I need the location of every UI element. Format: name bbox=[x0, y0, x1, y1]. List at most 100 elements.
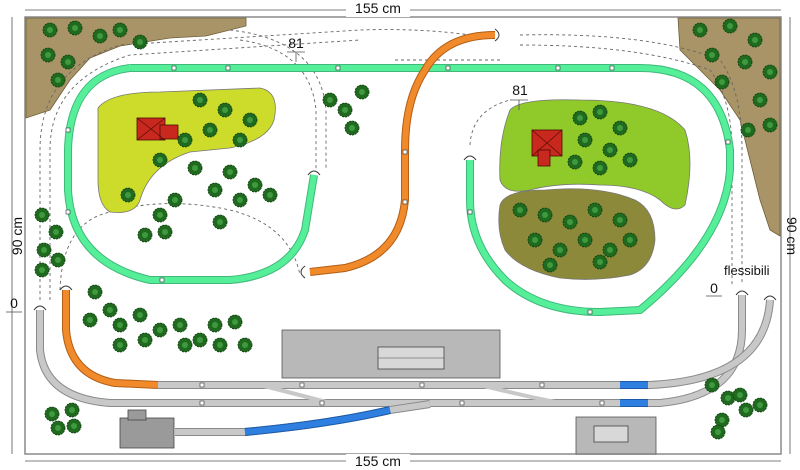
tree-icon bbox=[152, 207, 168, 223]
tree-icon bbox=[177, 337, 193, 353]
track-gray-crossover bbox=[259, 383, 561, 405]
goods-shed-roof bbox=[593, 425, 629, 443]
tree-icon bbox=[132, 307, 148, 323]
tree-icon bbox=[587, 202, 603, 218]
tree-icon bbox=[44, 406, 60, 422]
tree-icon bbox=[217, 102, 233, 118]
tree-icon bbox=[762, 64, 778, 80]
dimension-right-label: 90 cm bbox=[784, 217, 800, 255]
trees-group bbox=[34, 18, 778, 440]
tree-icon bbox=[120, 187, 136, 203]
tree-icon bbox=[50, 72, 66, 88]
buffer-stop-icon bbox=[463, 155, 477, 161]
buffer-stops bbox=[33, 28, 777, 311]
tree-icon bbox=[737, 54, 753, 70]
tree-icon bbox=[48, 224, 64, 240]
scenery-areas bbox=[97, 87, 691, 280]
tree-icon bbox=[592, 160, 608, 176]
tree-icon bbox=[714, 412, 730, 428]
tree-icon bbox=[567, 154, 583, 170]
tree-icon bbox=[344, 120, 360, 136]
tree-icon bbox=[42, 22, 58, 38]
track-blue-segments bbox=[244, 381, 648, 436]
station-buildings bbox=[119, 329, 657, 455]
tree-icon bbox=[112, 337, 128, 353]
hidden-track-left-loop bbox=[59, 203, 301, 291]
tree-icon bbox=[704, 377, 720, 393]
tree-icon bbox=[192, 92, 208, 108]
tree-icon bbox=[34, 207, 50, 223]
tree-icon bbox=[747, 32, 763, 48]
tree-icon bbox=[537, 207, 553, 223]
tree-icon bbox=[762, 117, 778, 133]
tree-icon bbox=[354, 84, 370, 100]
tree-icon bbox=[202, 122, 218, 138]
tree-icon bbox=[67, 20, 83, 36]
tree-icon bbox=[612, 212, 628, 228]
dimension-top-label: 155 cm bbox=[355, 0, 401, 16]
mountain-top-left bbox=[25, 17, 247, 119]
mountain-terrain bbox=[25, 17, 781, 237]
tree-icon bbox=[512, 202, 528, 218]
elevation-label-right-side: 0 bbox=[710, 280, 718, 296]
tree-icon bbox=[34, 262, 50, 278]
tree-icon bbox=[112, 317, 128, 333]
hidden-track-left-spiral2 bbox=[229, 29, 327, 170]
grass-right-lower-area bbox=[498, 188, 656, 280]
tree-icon bbox=[212, 214, 228, 230]
houses bbox=[136, 117, 563, 167]
grass-right-area bbox=[499, 99, 691, 210]
tree-icon bbox=[622, 232, 638, 248]
tree-icon bbox=[692, 22, 708, 38]
tree-icon bbox=[207, 317, 223, 333]
tree-icon bbox=[710, 424, 726, 440]
tree-icon bbox=[50, 420, 66, 436]
tree-icon bbox=[722, 18, 738, 34]
hidden-track-right-spiral bbox=[469, 99, 511, 146]
tree-icon bbox=[592, 254, 608, 270]
tree-icon bbox=[172, 317, 188, 333]
tree-icon bbox=[247, 177, 263, 193]
tree-icon bbox=[137, 227, 153, 243]
buffer-stop-icon bbox=[307, 170, 321, 176]
house-icon bbox=[136, 117, 179, 141]
tree-icon bbox=[602, 242, 618, 258]
tree-icon bbox=[242, 112, 258, 128]
tree-icon bbox=[92, 28, 108, 44]
tree-icon bbox=[64, 402, 80, 418]
house-icon bbox=[531, 129, 563, 167]
track-orange-connector bbox=[62, 31, 496, 389]
tree-icon bbox=[752, 397, 768, 413]
tree-icon bbox=[50, 252, 66, 268]
tree-icon bbox=[542, 257, 558, 273]
buffer-stop-icon bbox=[300, 265, 306, 279]
buffer-stop-icon bbox=[494, 28, 500, 42]
track-green-main bbox=[64, 64, 734, 317]
tree-icon bbox=[102, 302, 118, 318]
flex-track-note: flessibili bbox=[724, 263, 770, 278]
tree-icon bbox=[40, 47, 56, 63]
tree-icon bbox=[602, 142, 618, 158]
tree-icon bbox=[187, 160, 203, 176]
tree-icon bbox=[732, 387, 748, 403]
engine-shed-annex bbox=[127, 409, 147, 421]
tree-icon bbox=[112, 22, 128, 38]
tree-icon bbox=[577, 132, 593, 148]
hidden-track-left-spiral bbox=[239, 39, 317, 170]
tree-icon bbox=[232, 192, 248, 208]
tree-icon bbox=[577, 232, 593, 248]
tree-icon bbox=[322, 92, 338, 108]
tree-icon bbox=[192, 332, 208, 348]
dimension-bottom-label: 155 cm bbox=[355, 453, 401, 469]
tree-icon bbox=[262, 187, 278, 203]
hidden-track-left-outer bbox=[49, 39, 361, 300]
tree-icon bbox=[738, 402, 754, 418]
tree-icon bbox=[152, 322, 168, 338]
tree-icon bbox=[157, 224, 173, 240]
tree-icon bbox=[622, 152, 638, 168]
tree-icon bbox=[704, 47, 720, 63]
tree-icon bbox=[66, 418, 82, 434]
tree-icon bbox=[237, 337, 253, 353]
tree-icon bbox=[137, 332, 153, 348]
